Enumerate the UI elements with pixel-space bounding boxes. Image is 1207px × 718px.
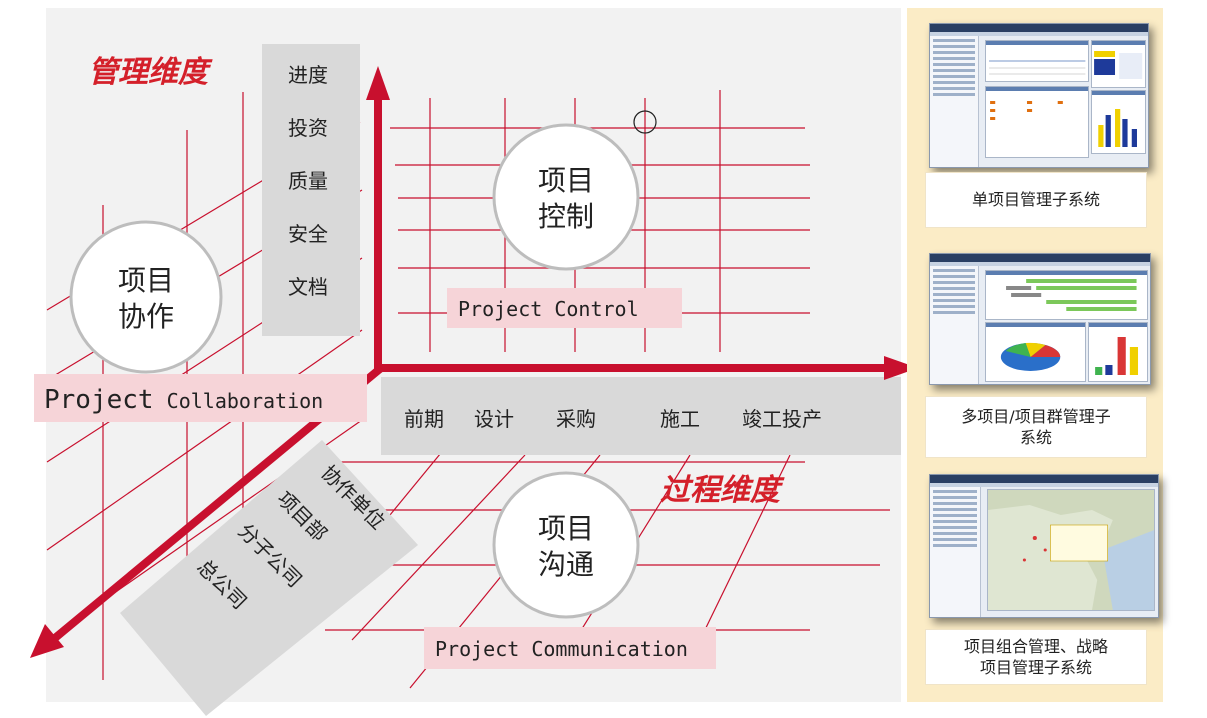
process-stage: 设计 bbox=[474, 407, 514, 431]
hub-circle bbox=[69, 220, 223, 374]
management-item: 进度 bbox=[288, 63, 328, 87]
management-dimension-title: 管理维度 bbox=[88, 55, 213, 90]
subsystem-caption-line2: 项目管理子系统 bbox=[979, 658, 1092, 677]
subsystem-screenshot-single-project bbox=[929, 23, 1149, 168]
hub-project-communication: 项目 沟通 Project Communication bbox=[424, 471, 716, 669]
process-dimension-title: 过程维度 bbox=[660, 473, 785, 508]
hub-label-box bbox=[447, 288, 682, 328]
hub-label: Project Control bbox=[458, 297, 639, 321]
hub-circle bbox=[492, 123, 640, 271]
subsystem-caption-line1: 多项目/项目群管理子 bbox=[961, 407, 1111, 426]
hub-line2: 控制 bbox=[538, 200, 594, 233]
process-stage: 施工 bbox=[660, 407, 700, 431]
hub-label-first: Project bbox=[44, 385, 154, 415]
subsystem-caption-portfolio: 项目组合管理、战略 项目管理子系统 bbox=[925, 629, 1147, 685]
hub-line1: 项目 bbox=[538, 164, 594, 197]
hub-label: Project Collaboration bbox=[44, 385, 323, 415]
organization-levels-panel bbox=[120, 440, 418, 716]
process-stages: 前期 设计 采购 施工 竣工投产 bbox=[404, 407, 822, 431]
subsystem-caption-line1: 项目组合管理、战略 bbox=[963, 637, 1108, 656]
hub-line1: 项目 bbox=[118, 264, 174, 297]
down-left-arrowhead bbox=[30, 624, 64, 658]
hub-circle bbox=[492, 471, 640, 619]
map-pane bbox=[987, 489, 1156, 611]
management-items-panel bbox=[262, 44, 360, 336]
management-items: 进度 投资 质量 安全 文档 bbox=[288, 63, 328, 299]
right-arrowhead bbox=[884, 356, 918, 380]
subsystem-caption-line2: 系统 bbox=[1019, 428, 1052, 447]
hub-label-box bbox=[424, 627, 716, 669]
hub-project-control: 项目 控制 Project Control bbox=[447, 123, 682, 328]
subsystems-panel: 单项目管理子系统 多项目/项目群管理子 系统 项目 bbox=[907, 8, 1163, 702]
hub-label: Project Communication bbox=[435, 637, 688, 661]
management-item: 质量 bbox=[288, 169, 328, 193]
management-item: 文档 bbox=[288, 275, 328, 299]
hub-label-box bbox=[34, 374, 367, 422]
subsystem-caption-text: 单项目管理子系统 bbox=[971, 190, 1100, 209]
up-arrowhead bbox=[366, 66, 390, 100]
management-item: 投资 bbox=[288, 116, 328, 140]
process-stages-panel bbox=[381, 377, 901, 455]
hub-project-collaboration: 项目 协作 Project Collaboration bbox=[34, 220, 367, 422]
hub-line1: 项目 bbox=[538, 512, 594, 545]
subsystem-screenshot-multi-project bbox=[929, 253, 1151, 385]
hub-line2: 协作 bbox=[118, 300, 174, 333]
hub-line2: 沟通 bbox=[538, 548, 594, 581]
management-item: 安全 bbox=[288, 222, 328, 246]
process-stage: 竣工投产 bbox=[742, 407, 822, 431]
process-stage: 前期 bbox=[404, 407, 444, 431]
hub-label-rest: Collaboration bbox=[167, 389, 324, 413]
subsystem-caption-multi-project: 多项目/项目群管理子 系统 bbox=[925, 396, 1147, 458]
subsystem-caption-single-project: 单项目管理子系统 bbox=[925, 172, 1147, 228]
process-stage: 采购 bbox=[556, 407, 596, 431]
subsystem-screenshot-portfolio bbox=[929, 474, 1159, 618]
